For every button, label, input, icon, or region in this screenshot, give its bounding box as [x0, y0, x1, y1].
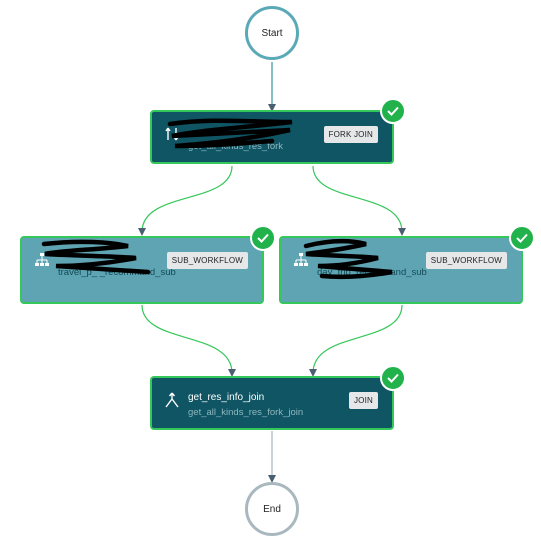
hierarchy-icon [294, 253, 308, 266]
sub-right-type-badge: SUB_WORKFLOW [425, 252, 507, 269]
sub-left-status-check-icon [250, 225, 276, 251]
sub-right-status-check-icon [509, 225, 535, 251]
edge-left-join [141, 304, 236, 377]
edge-right-join [309, 304, 403, 377]
fork-join-task[interactable]: get_all_kinds_res_fork FORK JOIN [150, 110, 394, 164]
edge-fork-left [138, 165, 233, 236]
fork-icon [165, 127, 179, 141]
fork-task-type-badge: FORK JOIN [323, 126, 378, 143]
start-label: Start [261, 27, 283, 39]
sub-workflow-task-left[interactable]: travel_p_ _recommand_sub SUB_WORKFLOW [20, 236, 264, 304]
end-node[interactable]: End [245, 482, 299, 536]
sub-left-subtitle: travel_p_ _recommand_sub [58, 267, 176, 278]
join-task-type-badge: JOIN [348, 392, 378, 409]
sub-workflow-task-right[interactable]: day_trip_recommand_sub SUB_WORKFLOW [279, 236, 523, 304]
join-status-check-icon [380, 365, 406, 391]
fork-task-subtitle: get_all_kinds_res_fork [188, 141, 284, 152]
hierarchy-icon [35, 253, 49, 266]
join-task[interactable]: get_res_info_join get_all_kinds_res_fork… [150, 376, 394, 430]
join-task-title: get_res_info_join [188, 392, 265, 403]
join-task-subtitle: get_all_kinds_res_fork_join [188, 407, 304, 418]
sub-right-subtitle: day_trip_recommand_sub [317, 267, 427, 278]
join-icon [165, 392, 179, 408]
edge-fork-right [312, 165, 406, 236]
fork-status-check-icon [380, 98, 406, 124]
start-node[interactable]: Start [245, 6, 299, 60]
end-label: End [263, 503, 281, 515]
sub-left-type-badge: SUB_WORKFLOW [166, 252, 248, 269]
